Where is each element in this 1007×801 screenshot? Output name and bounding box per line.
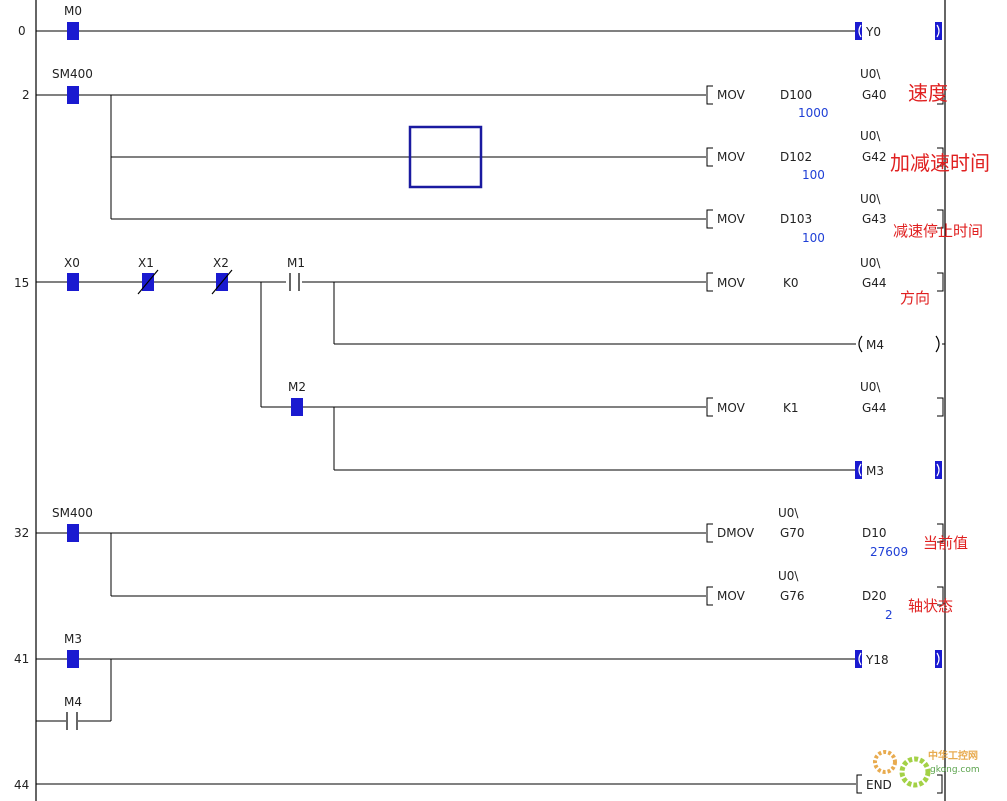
instruction-mov-d103[interactable]: MOV D103 100 U0\ G43 xyxy=(706,192,944,245)
step-number: 41 xyxy=(14,652,29,666)
rung-15: X0 X1 X2 M1 M2 MOV K0 U0\ G44 xyxy=(36,256,945,479)
contact-label-x2: X2 xyxy=(213,256,229,270)
coil-y0[interactable]: Y0 xyxy=(855,22,942,40)
instruction-dst: G40 xyxy=(862,88,887,102)
instruction-dst: G44 xyxy=(862,401,887,415)
instruction-dst: G42 xyxy=(862,150,887,164)
contact-label-sm400: SM400 xyxy=(52,67,93,81)
rung-0: M0 Y0 xyxy=(36,4,942,40)
coil-label-m4: M4 xyxy=(866,338,884,352)
instruction-dmov-g70[interactable]: DMOV U0\ G70 D10 27609 xyxy=(706,506,944,559)
coil-y18[interactable]: Y18 xyxy=(855,650,942,668)
instruction-mov-k0[interactable]: MOV K0 U0\ G44 xyxy=(706,256,944,292)
instruction-src: D100 xyxy=(780,88,812,102)
contact-label-x1: X1 xyxy=(138,256,154,270)
contact-label-m4: M4 xyxy=(64,695,82,709)
contact-label-sm400: SM400 xyxy=(52,506,93,520)
instruction-dst-prefix: U0\ xyxy=(860,67,881,81)
instruction-op: MOV xyxy=(717,150,746,164)
step-number: 15 xyxy=(14,276,29,290)
instruction-op: MOV xyxy=(717,88,746,102)
instruction-mov-k1[interactable]: MOV K1 U0\ G44 xyxy=(706,380,944,417)
instruction-dst-prefix: U0\ xyxy=(860,129,881,143)
instruction-src: K1 xyxy=(783,401,799,415)
instruction-src-prefix: U0\ xyxy=(778,569,799,583)
contact-label-m1: M1 xyxy=(287,256,305,270)
instruction-op: MOV xyxy=(717,212,746,226)
instruction-dst-prefix: U0\ xyxy=(860,380,881,394)
instruction-src: D103 xyxy=(780,212,812,226)
instruction-op: MOV xyxy=(717,589,746,603)
instruction-src: D102 xyxy=(780,150,812,164)
annotation-direction: 方向 xyxy=(900,289,930,307)
watermark-title: 中华工控网 xyxy=(928,749,978,762)
coil-label-y18: Y18 xyxy=(865,653,889,667)
step-number: 44 xyxy=(14,778,29,792)
contact-sm400[interactable] xyxy=(67,86,79,104)
coil-label-m3: M3 xyxy=(866,464,884,478)
coil-m4[interactable]: M4 xyxy=(858,335,945,353)
rung-32: SM400 DMOV U0\ G70 D10 27609 当前值 MOV U0\… xyxy=(36,506,968,622)
annotation-current-value: 当前值 xyxy=(923,534,968,552)
annotation-axis-status: 轴状态 xyxy=(908,597,953,615)
gear-icon xyxy=(873,750,897,774)
instruction-dst: G44 xyxy=(862,276,887,290)
contact-x2[interactable] xyxy=(211,269,233,295)
contact-m4[interactable] xyxy=(66,712,78,730)
contact-sm400[interactable] xyxy=(67,524,79,542)
instruction-src: G70 xyxy=(780,526,805,540)
contact-label-m3: M3 xyxy=(64,632,82,646)
end-instruction[interactable]: END xyxy=(856,774,943,794)
contact-label-m2: M2 xyxy=(288,380,306,394)
coil-label-y0: Y0 xyxy=(865,25,881,39)
coil-m3[interactable]: M3 xyxy=(855,461,942,479)
instruction-op: MOV xyxy=(717,401,746,415)
contact-x1[interactable] xyxy=(137,269,159,295)
instruction-src: K0 xyxy=(783,276,799,290)
instruction-value: 2 xyxy=(885,608,893,622)
instruction-value: 100 xyxy=(802,231,825,245)
instruction-src: G76 xyxy=(780,589,805,603)
contact-x0[interactable] xyxy=(67,273,79,291)
watermark-url: gkong.com xyxy=(930,765,980,775)
instruction-value: 27609 xyxy=(870,545,908,559)
instruction-dst: D10 xyxy=(862,526,887,540)
instruction-dst: G43 xyxy=(862,212,887,226)
contact-m1[interactable] xyxy=(289,273,300,291)
rung-44: END xyxy=(36,774,943,794)
contact-m2[interactable] xyxy=(291,398,303,416)
instruction-op: MOV xyxy=(717,276,746,290)
annotation-speed: 速度 xyxy=(908,81,948,105)
instruction-value: 100 xyxy=(802,168,825,182)
instruction-src-prefix: U0\ xyxy=(778,506,799,520)
end-label: END xyxy=(866,778,892,792)
rung-41: M3 M4 Y18 xyxy=(36,632,942,730)
instruction-op: DMOV xyxy=(717,526,755,540)
instruction-dst-prefix: U0\ xyxy=(860,256,881,270)
watermark: 中华工控网 gkong.com xyxy=(873,749,980,788)
rung-2: SM400 MOV D100 1000 U0\ G40 MOV D102 100… xyxy=(36,67,990,245)
gear-icon xyxy=(899,756,931,788)
instruction-mov-d100[interactable]: MOV D100 1000 U0\ G40 xyxy=(706,67,944,120)
instruction-mov-g76[interactable]: MOV U0\ G76 D20 2 xyxy=(706,569,944,622)
cursor-box[interactable] xyxy=(408,125,483,189)
step-number: 0 xyxy=(18,24,26,38)
step-number: 32 xyxy=(14,526,29,540)
instruction-value: 1000 xyxy=(798,106,829,120)
annotation-accel-decel-time: 加减速时间 xyxy=(890,151,990,175)
instruction-dst-prefix: U0\ xyxy=(860,192,881,206)
contact-label-x0: X0 xyxy=(64,256,80,270)
step-number: 2 xyxy=(22,88,30,102)
instruction-dst: D20 xyxy=(862,589,887,603)
annotation-decel-stop-time: 减速停止时间 xyxy=(893,222,983,240)
instruction-mov-d102[interactable]: MOV D102 100 U0\ G42 xyxy=(706,129,944,182)
contact-label-m0: M0 xyxy=(64,4,82,18)
contact-m3[interactable] xyxy=(67,650,79,668)
contact-m0[interactable] xyxy=(67,22,79,40)
